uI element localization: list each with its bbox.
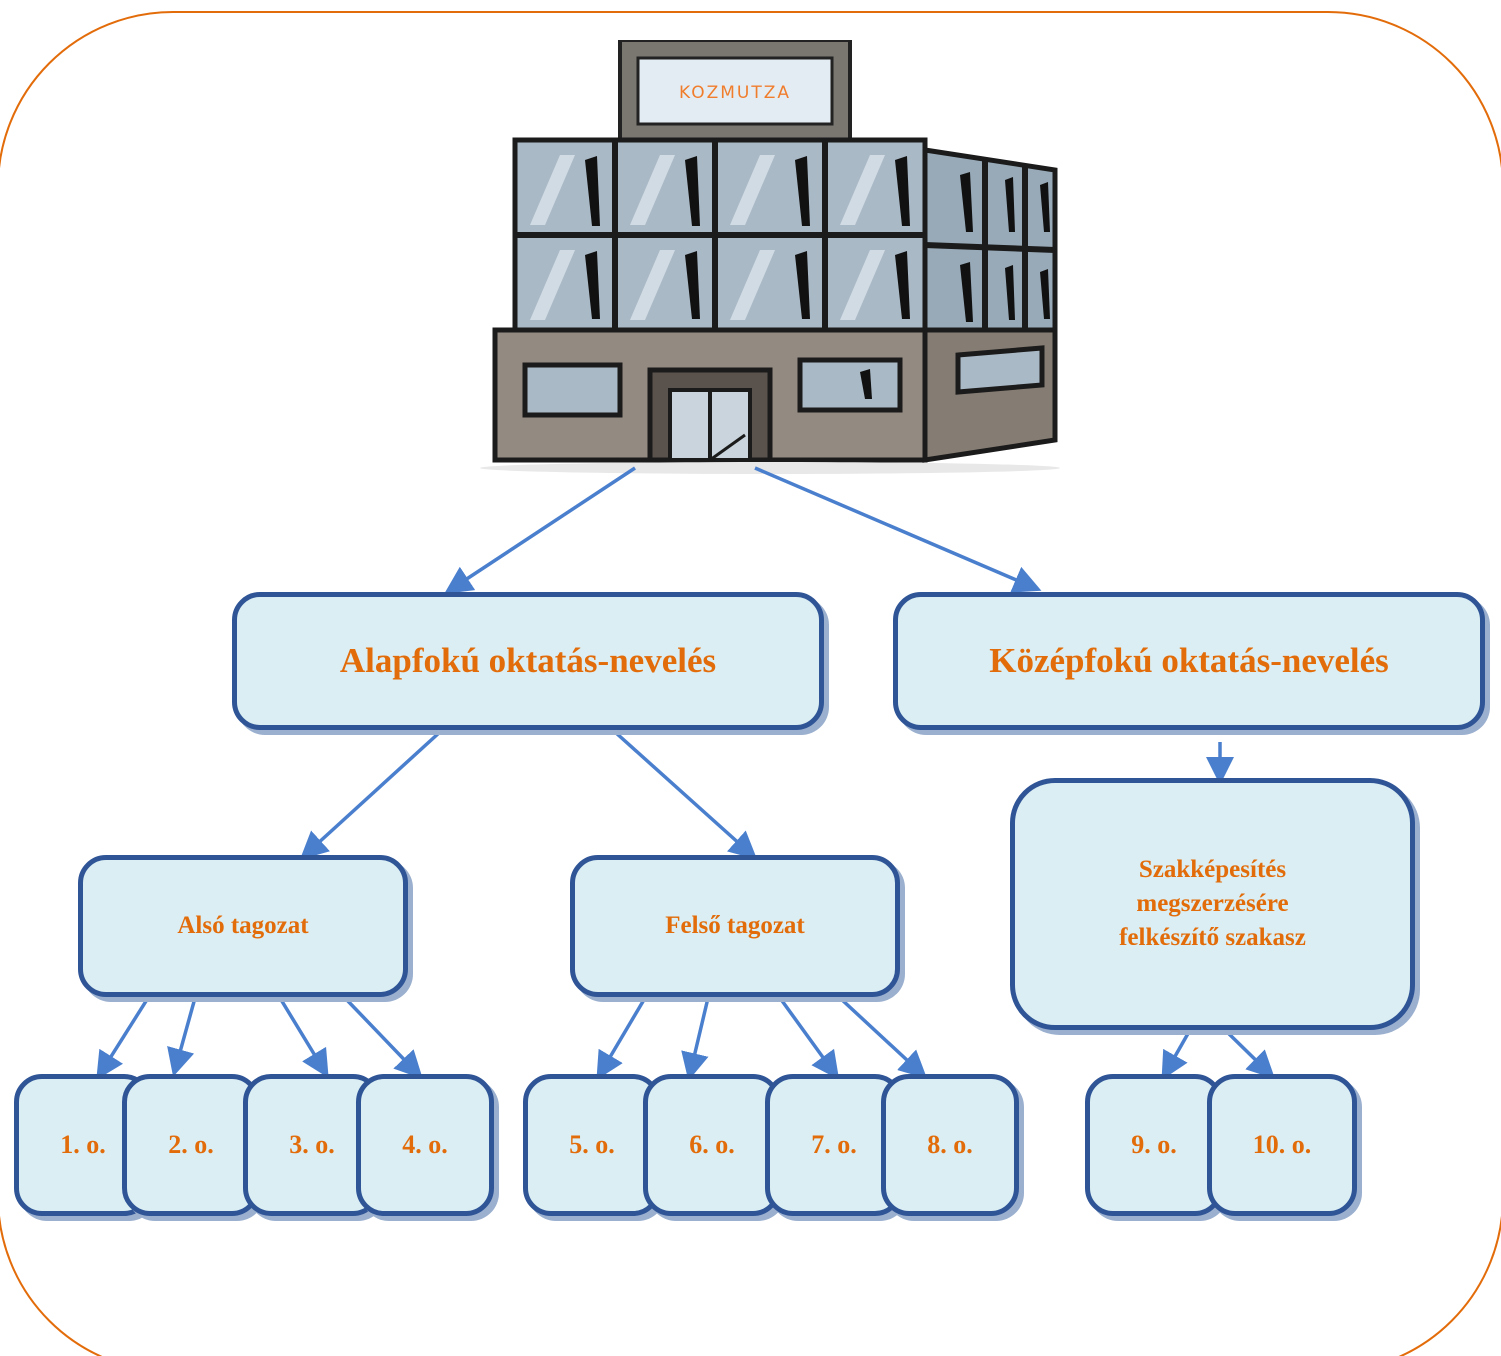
grade-label: 5. o.	[569, 1130, 615, 1159]
grade-label: 3. o.	[289, 1130, 335, 1159]
upper-section-box: Felső tagozat	[570, 855, 900, 997]
vocational-section-box: Szakképesítés megszerzésére felkészítő s…	[1010, 778, 1415, 1030]
arrow-to-secondary	[754, 466, 1042, 593]
grade-box-8: 8. o.	[881, 1074, 1019, 1216]
secondary-education-label: Középfokú oktatás-nevelés	[989, 641, 1389, 680]
arrow-to-grade-5	[596, 997, 647, 1081]
grade-box-7: 7. o.	[765, 1074, 903, 1216]
grade-label: 4. o.	[402, 1130, 448, 1159]
grade-label: 1. o.	[60, 1130, 106, 1159]
arrow-to-upper	[613, 730, 758, 860]
arrow-to-grade-1	[96, 997, 150, 1080]
arrow-to-lower	[299, 730, 442, 860]
upper-section-label: Felső tagozat	[665, 912, 805, 939]
grade-label: 7. o.	[811, 1130, 857, 1159]
grade-box-10: 10. o.	[1207, 1074, 1357, 1216]
arrow-to-grade-10	[1223, 1028, 1276, 1079]
basic-education-box: Alapfokú oktatás-nevelés	[232, 592, 824, 730]
grade-box-4: 4. o.	[356, 1074, 494, 1216]
grade-label: 8. o.	[927, 1130, 973, 1159]
lower-section-label: Alsó tagozat	[177, 912, 309, 939]
arrow-to-basic	[444, 466, 636, 594]
basic-education-label: Alapfokú oktatás-nevelés	[339, 641, 717, 680]
grade-label: 10. o.	[1252, 1130, 1312, 1159]
grade-label: 9. o.	[1131, 1130, 1177, 1159]
vocational-section-label: Szakképesítés megszerzésére felkészítő s…	[1119, 856, 1306, 951]
arrow-to-grade-7	[778, 996, 840, 1080]
grade-box-6: 6. o.	[643, 1074, 781, 1216]
grade-label: 2. o.	[168, 1130, 214, 1159]
arrow-to-grade-9	[1161, 1029, 1192, 1081]
arrow-to-grade-4	[343, 996, 423, 1080]
grade-label: 6. o.	[689, 1130, 735, 1159]
school-building-illustration: KOZMUTZA	[480, 40, 1060, 474]
lower-section-box: Alsó tagozat	[78, 855, 408, 997]
grade-box-2: 2. o.	[122, 1074, 260, 1216]
arrow-to-grade-3	[278, 997, 329, 1078]
grade-box-9: 9. o.	[1085, 1074, 1223, 1216]
building-sign-text: KOZMUTZA	[679, 83, 791, 103]
arrow-to-grade-6	[681, 997, 710, 1081]
secondary-education-box: Középfokú oktatás-nevelés	[893, 592, 1485, 730]
arrow-to-grade-2	[167, 997, 197, 1077]
arrow-to-grade-8	[838, 996, 928, 1079]
grade-box-5: 5. o.	[523, 1074, 661, 1216]
